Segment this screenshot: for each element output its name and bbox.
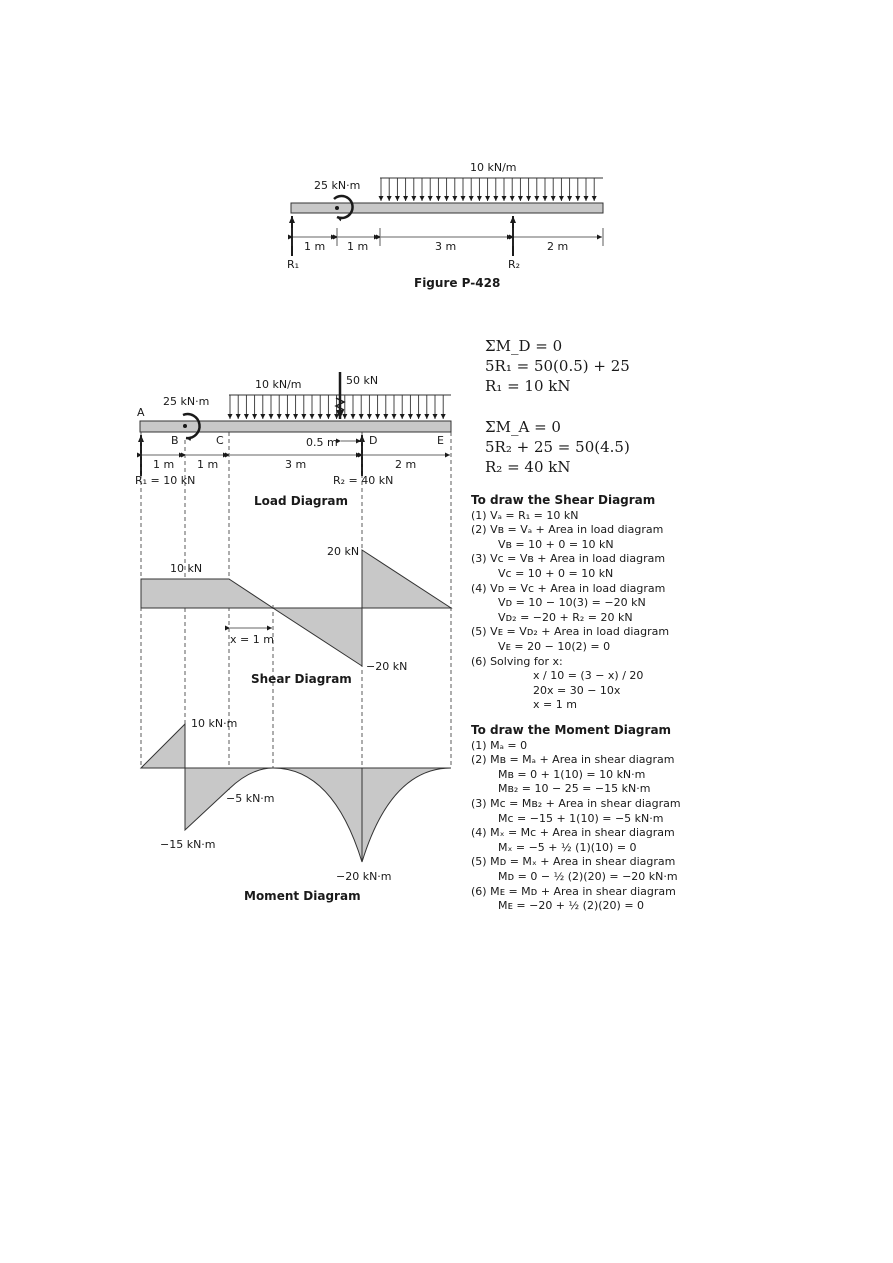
- point-label-c: C: [216, 434, 224, 447]
- moment-region-de: [361, 767, 452, 863]
- pin-dot: [183, 424, 187, 428]
- step-line: Vᴇ = 20 − 10(2) = 0: [498, 639, 611, 653]
- step-line: Vᴄ = 10 + 0 = 10 kN: [498, 566, 614, 580]
- equations-ra: ΣM_A = 0 5R₂ + 25 = 50(4.5) R₂ = 40 kN: [485, 417, 630, 477]
- step-line: Vᴅ = 10 − 10(3) = −20 kN: [498, 596, 646, 610]
- step-line: (2) Vʙ = Vₐ + Area in load diagram: [471, 523, 664, 537]
- step-line: Vʙ = 10 + 0 = 10 kN: [498, 537, 614, 551]
- step-line: (3) Vᴄ = Vʙ + Area in load diagram: [471, 552, 666, 566]
- moment-steps-heading: To draw the Moment Diagram: [471, 723, 672, 737]
- step-line: Mʙ = 0 + 1(10) = 10 kN·m: [498, 767, 646, 781]
- equation: 5R₂ + 25 = 50(4.5): [485, 438, 630, 456]
- dim-label: 1 m: [347, 240, 368, 253]
- shear-region-positive: [140, 578, 275, 609]
- break-symbol: [334, 397, 346, 411]
- load-diagram-title: Load Diagram: [254, 494, 348, 508]
- shear-region-negative: [271, 607, 363, 667]
- step-line: Mᴅ = 0 − ½ (2)(20) = −20 kN·m: [498, 869, 678, 883]
- r1-label: R₁: [287, 258, 299, 271]
- step-line: x / 10 = (3 − x) / 20: [533, 669, 644, 683]
- equation: R₂ = 40 kN: [485, 458, 571, 476]
- shear-steps: To draw the Shear Diagram (1) Vₐ = R₁ = …: [471, 493, 669, 713]
- load-diagram: 10 kN/m 50 kN 25 kN·m A B C D E 0.5 m 1 …: [135, 372, 452, 508]
- step-line: (4) Vᴅ = Vᴄ + Area in load diagram: [471, 581, 666, 595]
- moment-region-ab: [139, 722, 186, 769]
- equation: 5R₁ = 50(0.5) + 25: [485, 357, 630, 375]
- point-label-a: A: [137, 406, 145, 419]
- step-line: Mₓ = −5 + ½ (1)(10) = 0: [498, 840, 637, 854]
- step-line: 20x = 30 − 10x: [533, 683, 621, 697]
- offset-label: 0.5 m: [306, 436, 338, 449]
- step-line: Mᴄ = −15 + 1(10) = −5 kN·m: [498, 811, 664, 825]
- shear-diagram-title: Shear Diagram: [251, 672, 352, 686]
- couple-moment-icon: [333, 194, 354, 222]
- step-line: x = 1 m: [533, 698, 577, 712]
- moment-diagram-title: Moment Diagram: [244, 889, 361, 903]
- equations-rd: ΣM_D = 0 5R₁ = 50(0.5) + 25 R₁ = 10 kN: [485, 336, 630, 396]
- pin-dot: [335, 206, 339, 210]
- dim-label: 3 m: [285, 458, 306, 471]
- equation: ΣM_A = 0: [485, 418, 561, 436]
- dim-label: 3 m: [435, 240, 456, 253]
- moment-diagram: 10 kN·m −15 kN·m −5 kN·m −20 kN·m Moment…: [139, 717, 452, 903]
- couple-moment-icon: [182, 412, 201, 442]
- moment-label-mc: −5 kN·m: [226, 792, 275, 805]
- shear-region-positive-de: [361, 549, 453, 609]
- point-load-label: 50 kN: [346, 374, 378, 387]
- r2-label: R₂ = 40 kN: [333, 474, 393, 487]
- moment-region-xd: [272, 767, 363, 863]
- step-line: (2) Mʙ = Mₐ + Area in shear diagram: [471, 753, 675, 767]
- moment-label: 25 kN·m: [163, 395, 209, 408]
- dim-label: 1 m: [197, 458, 218, 471]
- beam: [139, 420, 452, 433]
- equation: ΣM_D = 0: [485, 337, 563, 355]
- distributed-load-arrows: [378, 178, 597, 201]
- moment-label: 25 kN·m: [314, 179, 360, 192]
- step-line: (6) Mᴇ = Mᴅ + Area in shear diagram: [471, 884, 676, 898]
- moment-label-mb-pos: 10 kN·m: [191, 717, 237, 730]
- point-label-b: B: [171, 434, 179, 447]
- dim-label: 1 m: [153, 458, 174, 471]
- r1-label: R₁ = 10 kN: [135, 474, 195, 487]
- shear-label-d-left: −20 kN: [366, 660, 407, 673]
- dim-label: 1 m: [304, 240, 325, 253]
- dist-load-label: 10 kN/m: [255, 378, 302, 391]
- moment-label-md: −20 kN·m: [336, 870, 392, 883]
- point-label-e: E: [437, 434, 444, 447]
- load-label: 10 kN/m: [470, 161, 517, 174]
- step-line: (4) Mₓ = Mᴄ + Area in shear diagram: [471, 826, 675, 840]
- x-label: x = 1 m: [230, 633, 274, 646]
- figure-p428: 10 kN/m 25 kN·m R₁ R₂ 1 m 1 m 3 m 2 m Fi…: [287, 161, 604, 290]
- step-line: (5) Mᴅ = Mₓ + Area in shear diagram: [471, 855, 676, 869]
- distributed-load-arrows: [227, 395, 446, 419]
- step-line: (5) Vᴇ = Vᴅ₂ + Area in load diagram: [471, 625, 670, 639]
- step-line: Mʙ₂ = 10 − 25 = −15 kN·m: [498, 782, 651, 796]
- step-line: (1) Mₐ = 0: [471, 738, 528, 752]
- step-line: (6) Solving for x:: [471, 654, 563, 668]
- point-label-d: D: [369, 434, 377, 447]
- dim-label: 2 m: [395, 458, 416, 471]
- moment-steps: To draw the Moment Diagram (1) Mₐ = 0 (2…: [471, 723, 681, 914]
- dim-label: 2 m: [547, 240, 568, 253]
- step-line: Vᴅ₂ = −20 + R₂ = 20 kN: [498, 610, 633, 624]
- step-line: (3) Mᴄ = Mʙ₂ + Area in shear diagram: [471, 796, 681, 810]
- beam: [290, 202, 604, 214]
- shear-label-d-right: 20 kN: [327, 545, 359, 558]
- shear-diagram: 10 kN 20 kN −20 kN x = 1 m Shear Diagram: [140, 545, 453, 686]
- step-line: Mᴇ = −20 + ½ (2)(20) = 0: [498, 899, 645, 913]
- equation: R₁ = 10 kN: [485, 377, 571, 395]
- step-line: (1) Vₐ = R₁ = 10 kN: [471, 508, 579, 522]
- figure-caption: Figure P-428: [414, 276, 500, 290]
- moment-label-mb-neg: −15 kN·m: [160, 838, 216, 851]
- r2-label: R₂: [508, 258, 520, 271]
- shear-steps-heading: To draw the Shear Diagram: [471, 493, 656, 507]
- shear-label-ab: 10 kN: [170, 562, 202, 575]
